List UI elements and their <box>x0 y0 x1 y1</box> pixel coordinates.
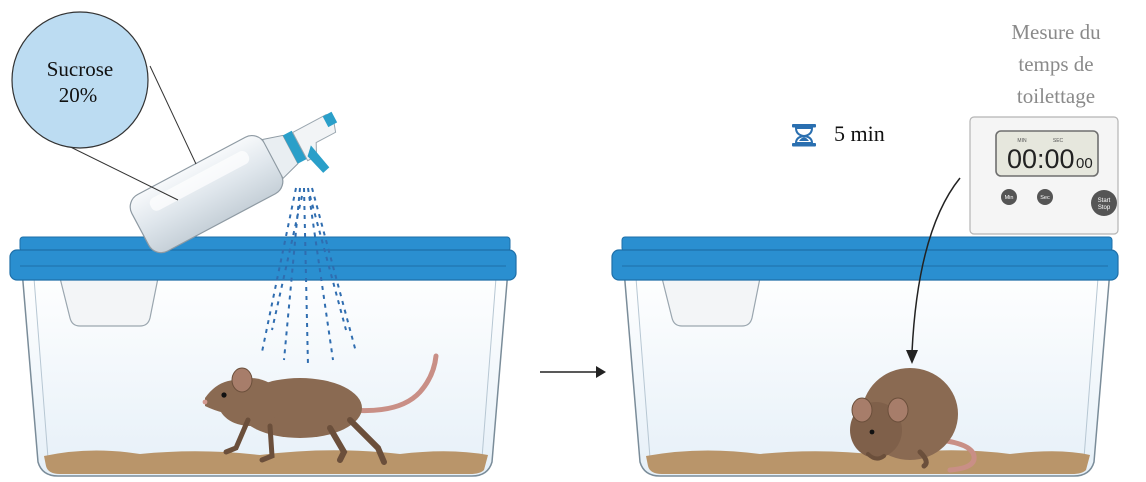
timer-min-button[interactable]: Min <box>1001 189 1017 205</box>
timer-pointer-arrow <box>906 177 961 364</box>
right-cage-lid-rim <box>611 249 1119 281</box>
left-cage-lid-rim <box>9 249 517 281</box>
timer-start-stop-button[interactable]: Start Stop <box>1091 190 1117 216</box>
callout-line1: Sucrose <box>47 57 114 81</box>
callout-line2: 20% <box>59 83 98 107</box>
sucrose-callout: Sucrose 20% <box>11 11 197 201</box>
measure-line2: temps de <box>1018 52 1093 76</box>
walking-mouse <box>202 353 439 465</box>
left-cage-lid-top <box>19 236 511 252</box>
transition-arrow <box>540 366 606 378</box>
timer-sec-label: Sec <box>1040 195 1050 201</box>
grooming-mouse <box>850 368 977 473</box>
timer-display-small: 00 <box>1076 155 1093 172</box>
timer-sec-button[interactable]: Sec <box>1037 189 1053 205</box>
stopwatch-display <box>995 130 1099 177</box>
timer-display-main: 00:00 <box>1007 144 1075 174</box>
measure-line1: Mesure du <box>1011 20 1101 44</box>
hourglass-icon <box>792 124 816 147</box>
timer-start-label: Start <box>1098 198 1111 204</box>
left-food-hopper <box>59 277 159 327</box>
right-cage-lid-top <box>621 236 1113 252</box>
callout-circle <box>11 11 149 149</box>
right-cage <box>611 236 1119 477</box>
right-food-hopper <box>661 277 761 327</box>
grooming-measure-label: Mesure du temps de toilettage <box>1011 20 1101 108</box>
timer-min-label: Min <box>1005 195 1014 201</box>
timer-label-min: MIN <box>1017 138 1027 144</box>
spray-mist <box>261 187 357 367</box>
timer-stop-label: Stop <box>1098 205 1111 211</box>
left-cage <box>9 236 517 477</box>
grooming-mouse-tail <box>937 437 977 473</box>
left-bedding <box>44 450 488 474</box>
right-bedding <box>646 450 1090 474</box>
walking-mouse-tail <box>347 353 439 414</box>
duration-label: 5 min <box>834 121 885 146</box>
timer-label-sec: SEC <box>1053 138 1064 144</box>
spray-bottle <box>129 111 338 254</box>
measure-line3: toilettage <box>1017 84 1095 108</box>
stopwatch: MIN SEC 00:00 00 Min Sec Start Stop <box>969 116 1119 235</box>
